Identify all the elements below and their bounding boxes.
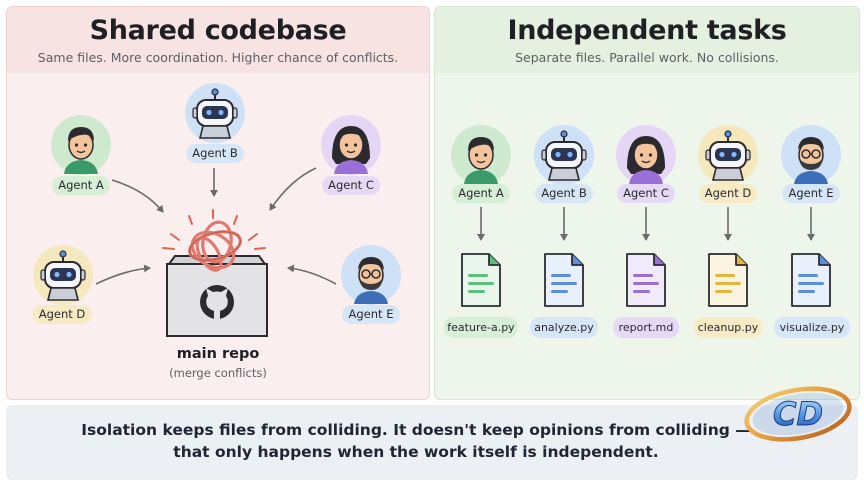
svg-text:CD: CD bbox=[773, 395, 823, 433]
cleanup-file-icon bbox=[706, 252, 750, 308]
analyze-file-label: analyze.py bbox=[530, 317, 598, 338]
document-icon bbox=[708, 253, 748, 307]
independent-agent-a-label: Agent A bbox=[452, 184, 510, 203]
github-icon bbox=[200, 285, 234, 319]
shared-agent-c-label: Agent C bbox=[322, 176, 380, 195]
independent-title: Independent tasks bbox=[507, 15, 787, 46]
shared-agent-d-avatar bbox=[32, 244, 94, 306]
visualize-file-icon bbox=[789, 252, 833, 308]
robot-avatar-icon bbox=[185, 83, 245, 143]
conflict-spark-icon bbox=[162, 209, 266, 250]
document-icon bbox=[461, 253, 501, 307]
independent-agent-b-avatar bbox=[533, 124, 595, 186]
human-glasses-beard-avatar-icon bbox=[781, 125, 841, 185]
visualize-file-label: visualize.py bbox=[774, 317, 850, 338]
footer-line-1: Isolation keeps files from colliding. It… bbox=[81, 421, 751, 439]
shared-agent-b-avatar bbox=[184, 82, 246, 144]
analyze-file-icon bbox=[542, 252, 586, 308]
shared-agent-a-avatar bbox=[50, 114, 112, 176]
document-icon bbox=[626, 253, 666, 307]
feature-a-file-icon bbox=[459, 252, 503, 308]
footer-banner: Isolation keeps files from colliding. It… bbox=[6, 405, 858, 480]
human-long-hair-avatar-icon bbox=[616, 125, 676, 185]
report-file-label: report.md bbox=[613, 317, 679, 338]
independent-agent-d-avatar bbox=[697, 124, 759, 186]
independent-agent-c-label: Agent C bbox=[617, 184, 675, 203]
shared-subtitle: Same files. More coordination. Higher ch… bbox=[37, 50, 399, 65]
shared-agent-d-label: Agent D bbox=[32, 305, 92, 324]
main-repo-folder-icon bbox=[162, 209, 268, 337]
main-repo-label: main repo bbox=[176, 346, 260, 362]
shared-agent-a-label: Agent A bbox=[52, 176, 110, 195]
cleanup-file-label: cleanup.py bbox=[694, 317, 762, 338]
document-icon bbox=[791, 253, 831, 307]
shared-agent-e-avatar bbox=[340, 244, 402, 306]
cd-logo-icon: CD bbox=[744, 386, 852, 442]
document-icon bbox=[544, 253, 584, 307]
shared-agent-b-label: Agent B bbox=[186, 144, 244, 163]
shared-agent-e-label: Agent E bbox=[342, 305, 400, 324]
robot-avatar-icon bbox=[534, 125, 594, 185]
robot-avatar-icon bbox=[698, 125, 758, 185]
shared-agent-c-avatar bbox=[320, 114, 382, 176]
independent-agent-e-avatar bbox=[780, 124, 842, 186]
independent-header: Independent tasks Separate files. Parall… bbox=[435, 7, 859, 73]
shared-header: Shared codebase Same files. More coordin… bbox=[7, 7, 429, 73]
independent-agent-e-label: Agent E bbox=[782, 184, 840, 203]
shared-codebase-panel: Shared codebase Same files. More coordin… bbox=[6, 6, 430, 400]
report-file-icon bbox=[624, 252, 668, 308]
independent-subtitle: Separate files. Parallel work. No collis… bbox=[515, 50, 779, 65]
feature-a-file-label: feature-a.py bbox=[444, 317, 518, 338]
independent-agent-d-label: Agent D bbox=[699, 184, 757, 203]
footer-line-2: that only happens when the work itself i… bbox=[173, 443, 659, 461]
human-glasses-beard-avatar-icon bbox=[341, 245, 401, 305]
footer-caption: Isolation keeps files from colliding. It… bbox=[46, 419, 786, 463]
independent-agent-b-label: Agent B bbox=[535, 184, 593, 203]
robot-avatar-icon bbox=[33, 245, 93, 305]
human-avatar-icon bbox=[451, 125, 511, 185]
main-repo-sublabel: (merge conflicts) bbox=[169, 366, 267, 380]
independent-tasks-panel: Independent tasks Separate files. Parall… bbox=[434, 6, 860, 400]
human-avatar-icon bbox=[51, 115, 111, 175]
independent-agent-a-avatar bbox=[450, 124, 512, 186]
shared-title: Shared codebase bbox=[89, 15, 347, 46]
human-long-hair-avatar-icon bbox=[321, 115, 381, 175]
independent-agent-c-avatar bbox=[615, 124, 677, 186]
